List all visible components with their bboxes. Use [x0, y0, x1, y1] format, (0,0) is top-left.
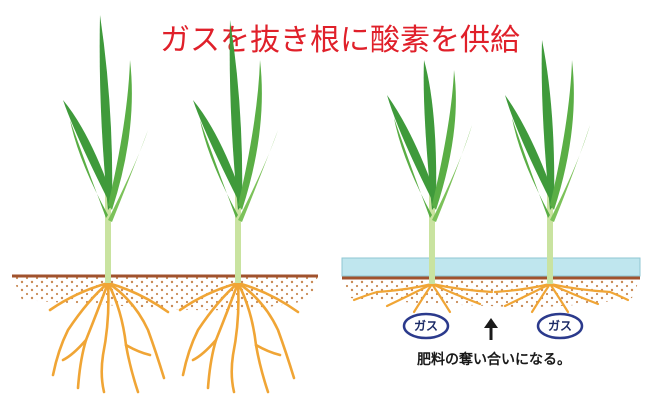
- leaf: [200, 120, 238, 218]
- stem: [547, 170, 553, 284]
- leaf: [108, 130, 148, 222]
- roots-icon: [178, 281, 300, 394]
- leaf: [238, 130, 278, 222]
- right-panel: ガス ガス 肥料の奪い合いになる。: [341, 40, 641, 368]
- rice-plant-icon: [352, 60, 494, 314]
- leaf: [432, 125, 472, 222]
- stem: [235, 170, 241, 283]
- leaf: [238, 60, 262, 210]
- leaf: [550, 125, 590, 222]
- gas-badge-left: ガス: [402, 312, 450, 340]
- stem: [105, 170, 111, 283]
- diagram-title: ガスを抜き根に酸素を供給: [160, 23, 520, 58]
- rice-plant-icon: [48, 15, 170, 394]
- roots-icon: [48, 281, 170, 394]
- roots-icon: [352, 282, 494, 314]
- stem: [429, 170, 435, 284]
- leaf: [550, 60, 574, 210]
- leaf: [99, 15, 113, 210]
- left-panel: [12, 15, 318, 394]
- leaf: [423, 60, 437, 210]
- gas-badge-right: ガス: [536, 312, 584, 340]
- rice-plant-icon: [178, 20, 300, 394]
- rice-plant-icon: [493, 40, 630, 314]
- gas-label: ガス: [414, 318, 438, 333]
- leaf: [229, 20, 243, 210]
- water-layer: [341, 257, 641, 277]
- up-arrow-icon: [484, 318, 498, 340]
- leaf: [541, 40, 555, 210]
- gas-label: ガス: [548, 318, 572, 333]
- caption: 肥料の奪い合いになる。: [417, 351, 571, 368]
- leaf: [70, 120, 108, 218]
- leaf: [63, 100, 110, 200]
- leaf: [432, 70, 456, 210]
- leaf: [108, 60, 132, 210]
- leaf: [387, 95, 434, 200]
- roots-icon: [493, 282, 630, 314]
- leaf: [505, 95, 552, 200]
- leaf: [394, 118, 432, 218]
- leaf: [193, 100, 240, 200]
- leaf: [512, 118, 550, 218]
